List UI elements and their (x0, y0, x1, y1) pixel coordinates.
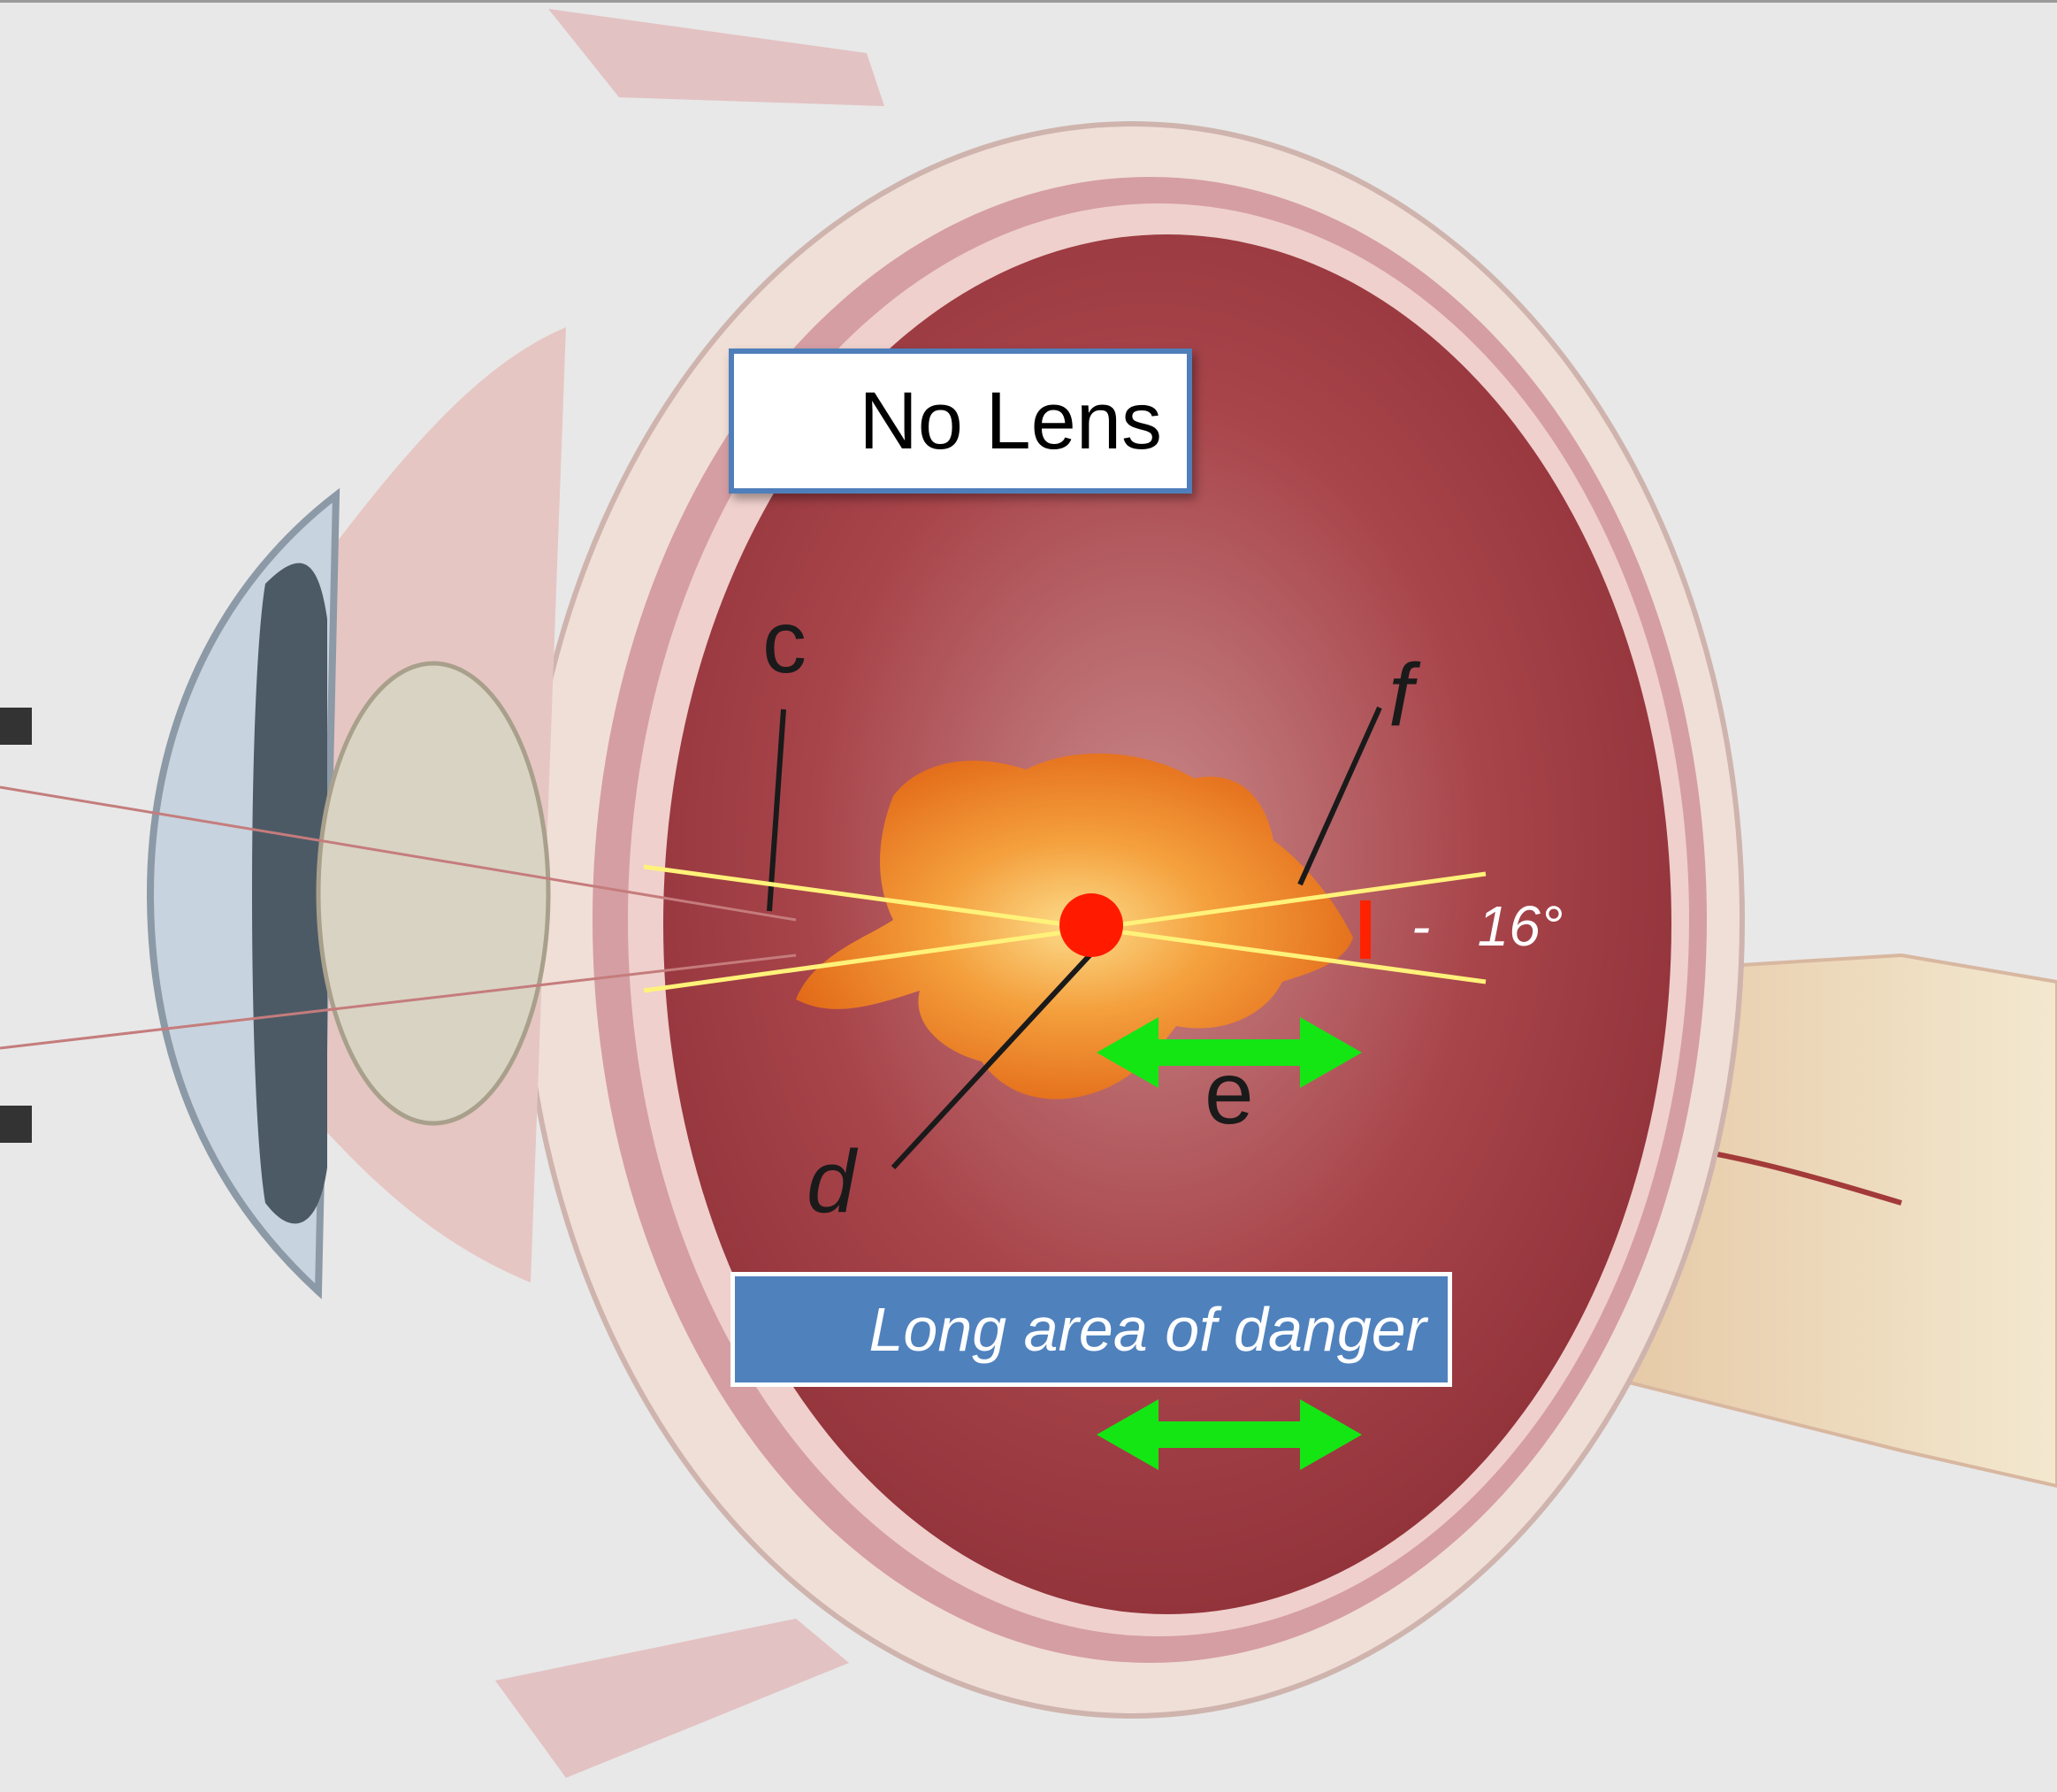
label-e: e (1204, 1044, 1254, 1143)
angle-dash: - (1411, 894, 1430, 958)
angle-tick (1360, 900, 1371, 959)
iris (252, 563, 327, 1224)
top-border (0, 0, 2057, 3)
left-edge-marker-bottom (0, 1106, 32, 1143)
label-c: c (762, 593, 807, 692)
no-lens-label: No Lens (729, 348, 1192, 494)
angle-readout: - 16° (1411, 893, 1563, 959)
left-edge-marker-top (0, 708, 32, 745)
crystalline-lens (318, 663, 548, 1123)
label-d: d (807, 1132, 859, 1231)
danger-area-label: Long area of danger (730, 1272, 1452, 1387)
angle-value: 16° (1478, 894, 1564, 958)
red-dot-icon (1059, 893, 1123, 957)
